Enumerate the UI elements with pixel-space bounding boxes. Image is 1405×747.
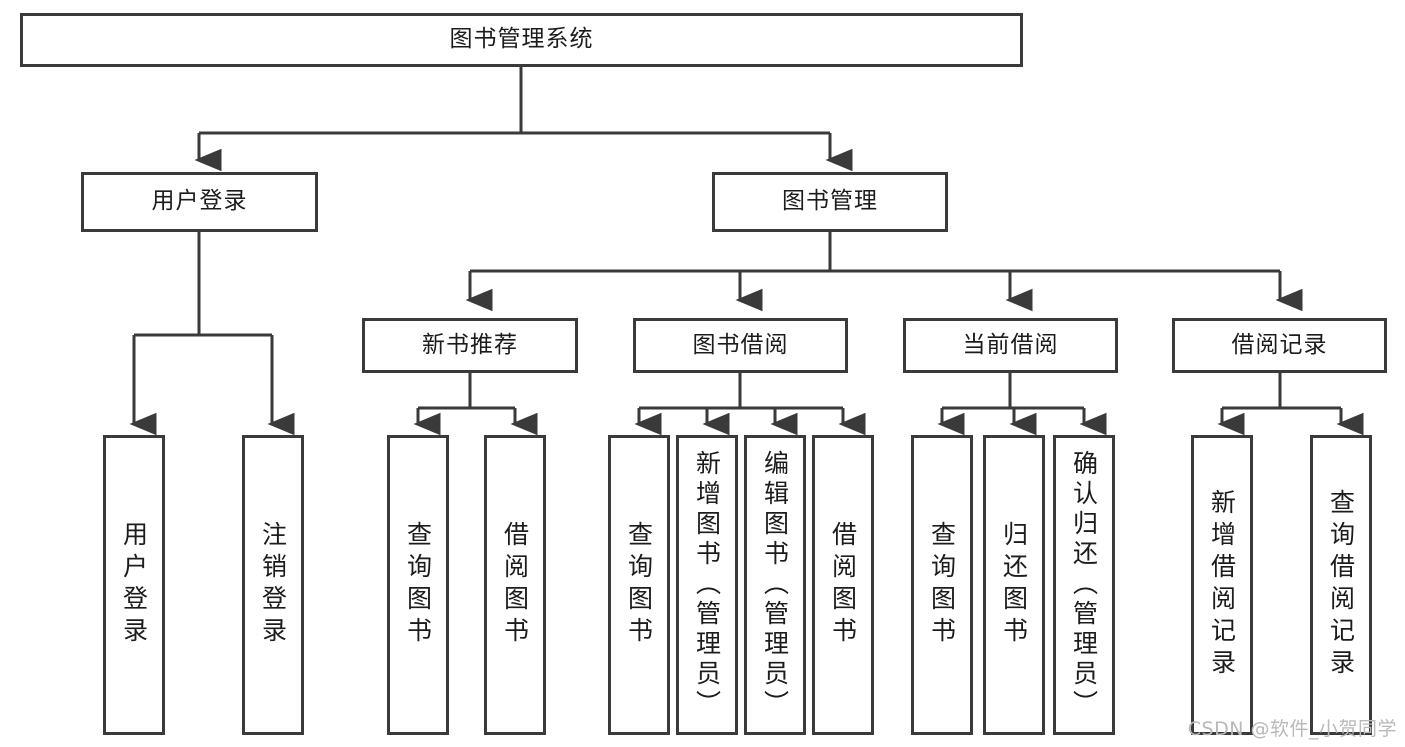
node-borrow-record-label: 借阅记录 (1231, 331, 1328, 358)
node-leaf-borrow-book-label: 借阅图书 (828, 521, 858, 649)
node-book-borrow[interactable]: 图书借阅 (633, 318, 848, 373)
node-leaf-add-book-admin[interactable]: 新增图书（管理员） (676, 435, 738, 735)
node-leaf-edit-book-admin[interactable]: 编辑图书（管理员） (744, 435, 806, 735)
node-leaf-return-book[interactable]: 归还图书 (983, 435, 1045, 735)
node-leaf-return-book-label: 归还图书 (999, 521, 1029, 649)
node-root-label: 图书管理系统 (449, 26, 594, 53)
node-book-management[interactable]: 图书管理 (712, 172, 948, 232)
node-current-borrow-label: 当前借阅 (962, 331, 1059, 358)
node-leaf-logout-login-label: 注销登录 (258, 521, 288, 649)
node-user-login-label: 用户登录 (151, 188, 248, 215)
node-leaf-query-book-borrow-label: 查询图书 (624, 521, 654, 649)
node-current-borrow[interactable]: 当前借阅 (903, 318, 1118, 373)
node-borrow-record[interactable]: 借阅记录 (1172, 318, 1387, 373)
node-leaf-query-book-new[interactable]: 查询图书 (387, 435, 449, 735)
node-leaf-query-borrow-record-label: 查询借阅记录 (1326, 489, 1356, 681)
node-leaf-borrow-book[interactable]: 借阅图书 (812, 435, 874, 735)
node-leaf-logout-login[interactable]: 注销登录 (242, 435, 304, 735)
node-leaf-query-book-borrow[interactable]: 查询图书 (608, 435, 670, 735)
node-leaf-borrow-book-new-label: 借阅图书 (500, 521, 530, 649)
node-book-management-label: 图书管理 (782, 188, 878, 215)
node-leaf-query-book-new-label: 查询图书 (403, 521, 433, 649)
node-book-borrow-label: 图书借阅 (692, 331, 789, 358)
node-leaf-add-borrow-record-label: 新增借阅记录 (1207, 489, 1237, 681)
node-new-book-recommend[interactable]: 新书推荐 (362, 318, 578, 373)
node-new-book-recommend-label: 新书推荐 (422, 331, 518, 358)
node-leaf-query-borrow-record[interactable]: 查询借阅记录 (1310, 435, 1372, 735)
node-user-login[interactable]: 用户登录 (81, 172, 318, 232)
node-root[interactable]: 图书管理系统 (20, 13, 1023, 67)
node-leaf-user-login[interactable]: 用户登录 (103, 435, 165, 735)
node-leaf-edit-book-admin-label: 编辑图书（管理员） (760, 450, 790, 720)
node-leaf-confirm-return-admin[interactable]: 确认归还（管理员） (1053, 435, 1115, 735)
node-leaf-add-borrow-record[interactable]: 新增借阅记录 (1191, 435, 1253, 735)
node-leaf-user-login-label: 用户登录 (119, 521, 149, 649)
watermark: CSDN @软件_小贺同学 (1187, 718, 1397, 740)
node-leaf-confirm-return-admin-label: 确认归还（管理员） (1069, 450, 1099, 720)
node-leaf-borrow-book-new[interactable]: 借阅图书 (484, 435, 546, 735)
node-leaf-query-book-current-label: 查询图书 (927, 521, 957, 649)
node-leaf-add-book-admin-label: 新增图书（管理员） (692, 450, 722, 720)
node-leaf-query-book-current[interactable]: 查询图书 (911, 435, 973, 735)
